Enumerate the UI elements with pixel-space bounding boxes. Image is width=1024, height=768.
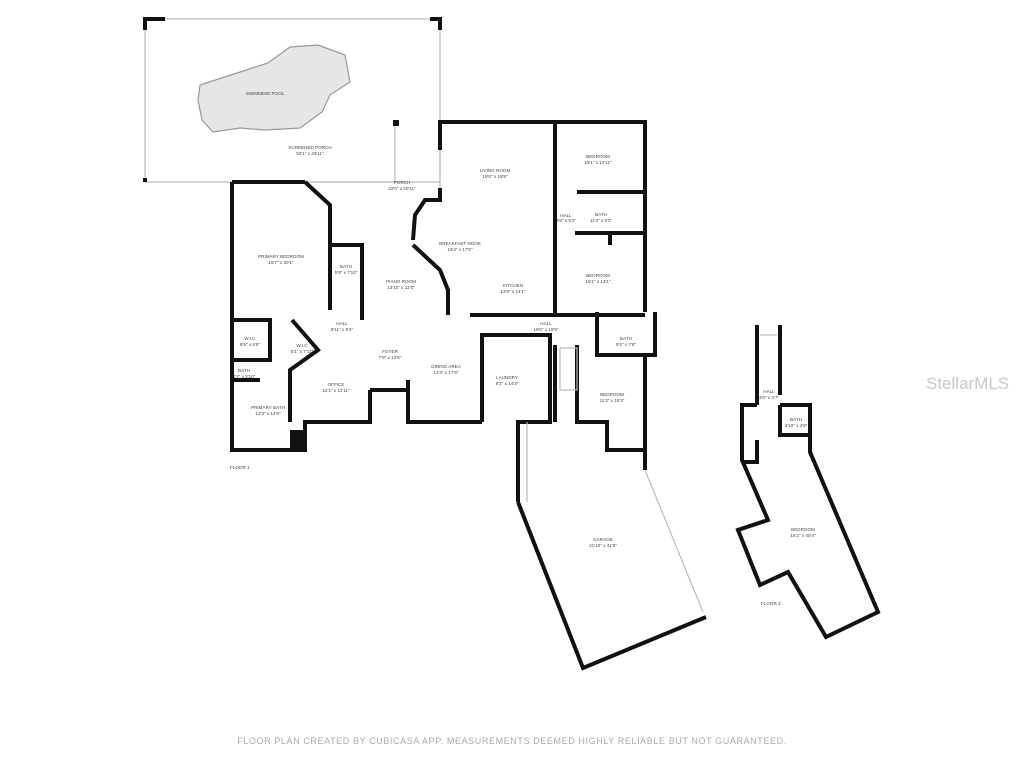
dims-primary-bedroom: 16'7" x 30'1" xyxy=(268,260,294,265)
dims-kitchen: 13'8" x 14'1" xyxy=(500,289,526,294)
dims-bath-f2: 4'10" x 4'9" xyxy=(785,423,808,428)
floor-1-walls xyxy=(230,120,707,671)
dims-hall-1: 3'6" x 5'2" xyxy=(556,218,576,223)
label-living-room: LIVING ROOM xyxy=(480,168,511,173)
label-hall-1: HALL xyxy=(560,213,572,218)
footer-disclaimer: FLOOR PLAN CREATED BY CUBICASA APP. MEAS… xyxy=(237,736,787,746)
dims-bedroom-1: 15'1" x 12'11" xyxy=(584,160,612,165)
label-bath-2: BATH xyxy=(340,264,352,269)
dims-breakfast-nook: 18'4" x 17'6" xyxy=(447,247,473,252)
floor-2-label: FLOOR 2 xyxy=(761,601,781,606)
dims-bath-4: 4'2" x 3'10" xyxy=(233,374,256,379)
label-bath-4: BATH xyxy=(238,368,250,373)
label-bath-3: BATH xyxy=(620,336,632,341)
label-hall-3: HALL xyxy=(540,321,552,326)
label-bedroom-2: BEDROOM xyxy=(586,273,610,278)
dims-wic-1: 6'9" x 6'5" xyxy=(240,342,260,347)
dims-laundry: 8'2" x 14'3" xyxy=(496,381,519,386)
label-porch: PORCH xyxy=(394,180,411,185)
dims-office: 12'1" x 11'11" xyxy=(322,388,349,393)
label-wic-2: W.I.C xyxy=(296,343,308,348)
label-bedroom-1: BEDROOM xyxy=(586,154,610,159)
label-piano-room: PIANO ROOM xyxy=(386,279,416,284)
label-screened-porch: SCREENED PORCH xyxy=(288,145,331,150)
dims-wic-2: 5'1" x 7'11" xyxy=(291,349,314,354)
label-office: OFFICE xyxy=(328,382,345,387)
swimming-pool xyxy=(197,44,351,133)
label-laundry: LAUNDRY xyxy=(496,375,518,380)
label-foyer: FOYER xyxy=(382,349,399,354)
label-kitchen: KITCHEN xyxy=(503,283,523,288)
label-hall-2: HALL xyxy=(336,321,348,326)
dims-hall-f2: 3'0" x 3'7" xyxy=(759,395,779,400)
floor-2-walls xyxy=(735,325,881,640)
label-pool: SWIMMING POOL xyxy=(246,91,285,96)
dims-living-room: 19'0" x 18'5" xyxy=(482,174,508,179)
label-bath-f2: BATH xyxy=(790,417,802,422)
dims-primary-bath: 12'3" x 14'8" xyxy=(255,411,281,416)
dims-foyer: 7'9" x 12'5" xyxy=(379,355,402,360)
dims-bath-3: 9'3" x 7'8" xyxy=(616,342,636,347)
dims-bedroom-2: 15'1" x 13'1" xyxy=(585,279,611,284)
dims-bedroom-3: 11'3" x 15'3" xyxy=(600,398,625,403)
dims-porch: 22'0" x 20'11" xyxy=(388,186,416,191)
dims-dining-area: 12'3" x 17'9" xyxy=(433,370,459,375)
label-bedroom-3: BEDROOM xyxy=(600,392,624,397)
label-breakfast-nook: BREAKFAST NOOK xyxy=(439,241,482,246)
dims-bedroom-f2: 16'2" x 40'4" xyxy=(790,533,816,538)
label-bath-1: BATH xyxy=(595,212,607,217)
dims-bath-2: 5'9" x 7'10" xyxy=(335,270,358,275)
stellarmls-watermark: StellarMLS xyxy=(926,374,1009,393)
dims-piano-room: 13'10" x 12'0" xyxy=(387,285,415,290)
dims-screened-porch: 50'1" x 26'11" xyxy=(296,151,324,156)
label-primary-bedroom: PRIMARY BEDROOM xyxy=(258,254,304,259)
label-bedroom-f2: BEDROOM xyxy=(791,527,815,532)
dims-bath-1: 11'3" x 5'2" xyxy=(590,218,613,223)
label-dining-area: DINING AREA xyxy=(431,364,462,369)
label-wic-1: W.I.C xyxy=(244,336,256,341)
label-primary-bath: PRIMARY BATH xyxy=(251,405,285,410)
dims-garage: 21'10" x 41'8" xyxy=(589,543,617,548)
label-garage: GARAGE xyxy=(593,537,613,542)
floor-1-label: FLOOR 1 xyxy=(230,465,250,470)
dims-hall-3: 19'0" x 18'5" xyxy=(533,327,559,332)
dims-hall-2: 8'11" x 9'4" xyxy=(331,327,354,332)
label-hall-f2: HALL xyxy=(763,389,775,394)
